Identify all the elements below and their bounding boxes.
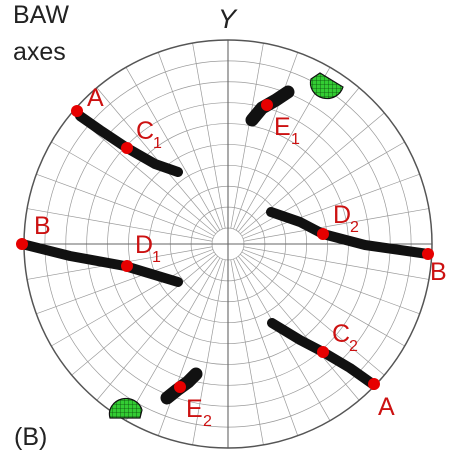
grid-radial-line: [241, 141, 405, 237]
point-label-C2: C: [332, 320, 350, 348]
axis-point-B-right: [422, 248, 434, 260]
grid-radial-line: [51, 251, 215, 347]
axis-point-D1: [121, 260, 133, 272]
grid-radial-line: [238, 256, 360, 401]
grid-radial-line: [51, 141, 215, 237]
grid-radial-line: [125, 257, 221, 421]
point-label-E2: E: [186, 395, 203, 423]
grid-radial-line: [242, 173, 420, 239]
point-label-A-lower: A: [378, 393, 395, 421]
axis-point-B-left: [16, 238, 28, 250]
grid-radial-line: [36, 173, 214, 239]
point-label-B-right: B: [430, 258, 447, 286]
title-line-2: axes: [13, 38, 66, 66]
grid-radial-line: [36, 249, 214, 315]
grid-radial-line: [125, 67, 221, 231]
grid-radial-line: [27, 208, 213, 242]
axis-streaks: [17, 85, 433, 405]
grid-radial-line: [157, 258, 223, 436]
title-line-1: BAW: [13, 1, 70, 29]
grid-radial-line: [240, 254, 385, 376]
point-label-D2: D: [333, 201, 351, 229]
point-label-C1: C: [136, 117, 154, 145]
grid-radial-line: [96, 256, 218, 401]
axis-point-A-upper: [71, 105, 83, 117]
axis-point-D2: [317, 228, 329, 240]
streak-B-D1: [17, 239, 183, 287]
point-label-sub-C1: 1: [153, 135, 162, 152]
grid-radial-line: [235, 257, 331, 421]
axis-point-E2: [174, 381, 186, 393]
point-label-sub-E1: 1: [291, 131, 300, 148]
grid-radial-line: [192, 259, 226, 445]
grid-radial-line: [241, 251, 405, 347]
grid-radial-line: [192, 43, 226, 229]
grid-radial-line: [238, 87, 360, 232]
axis-label-y: Y: [218, 4, 237, 34]
grid-radial-line: [230, 43, 264, 229]
point-label-E1: E: [274, 113, 291, 141]
grid-radial-line: [243, 246, 429, 280]
panel-label: (B): [14, 423, 48, 451]
pole-patch-upper: [309, 72, 344, 100]
grid-radial-line: [230, 259, 264, 445]
grid-radial-line: [233, 258, 299, 436]
point-label-sub-D1: 1: [152, 249, 161, 266]
grid-radial-line: [243, 208, 429, 242]
axis-point-A-lower: [368, 378, 380, 390]
grid-radial-line: [233, 52, 299, 230]
grid-radial-line: [242, 249, 420, 315]
point-label-sub-D2: 2: [350, 219, 359, 236]
grid-radial-line: [235, 67, 331, 231]
pole-patch-lower: [108, 397, 143, 419]
point-label-sub-E2: 2: [203, 413, 212, 430]
polar-grid: [23, 39, 433, 449]
pole-patches: [108, 72, 344, 419]
axis-point-E1: [261, 99, 273, 111]
axis-points: [16, 99, 434, 393]
axis-point-C2: [317, 346, 329, 358]
point-label-D1: D: [135, 231, 153, 259]
grid-radial-line: [71, 254, 216, 376]
point-label-sub-C2: 2: [349, 338, 358, 355]
grid-radial-line: [240, 112, 385, 234]
point-label-B-left: B: [34, 212, 51, 240]
grid-radial-line: [157, 52, 223, 230]
point-label-A-upper: A: [87, 84, 104, 112]
axis-point-C1: [121, 142, 133, 154]
